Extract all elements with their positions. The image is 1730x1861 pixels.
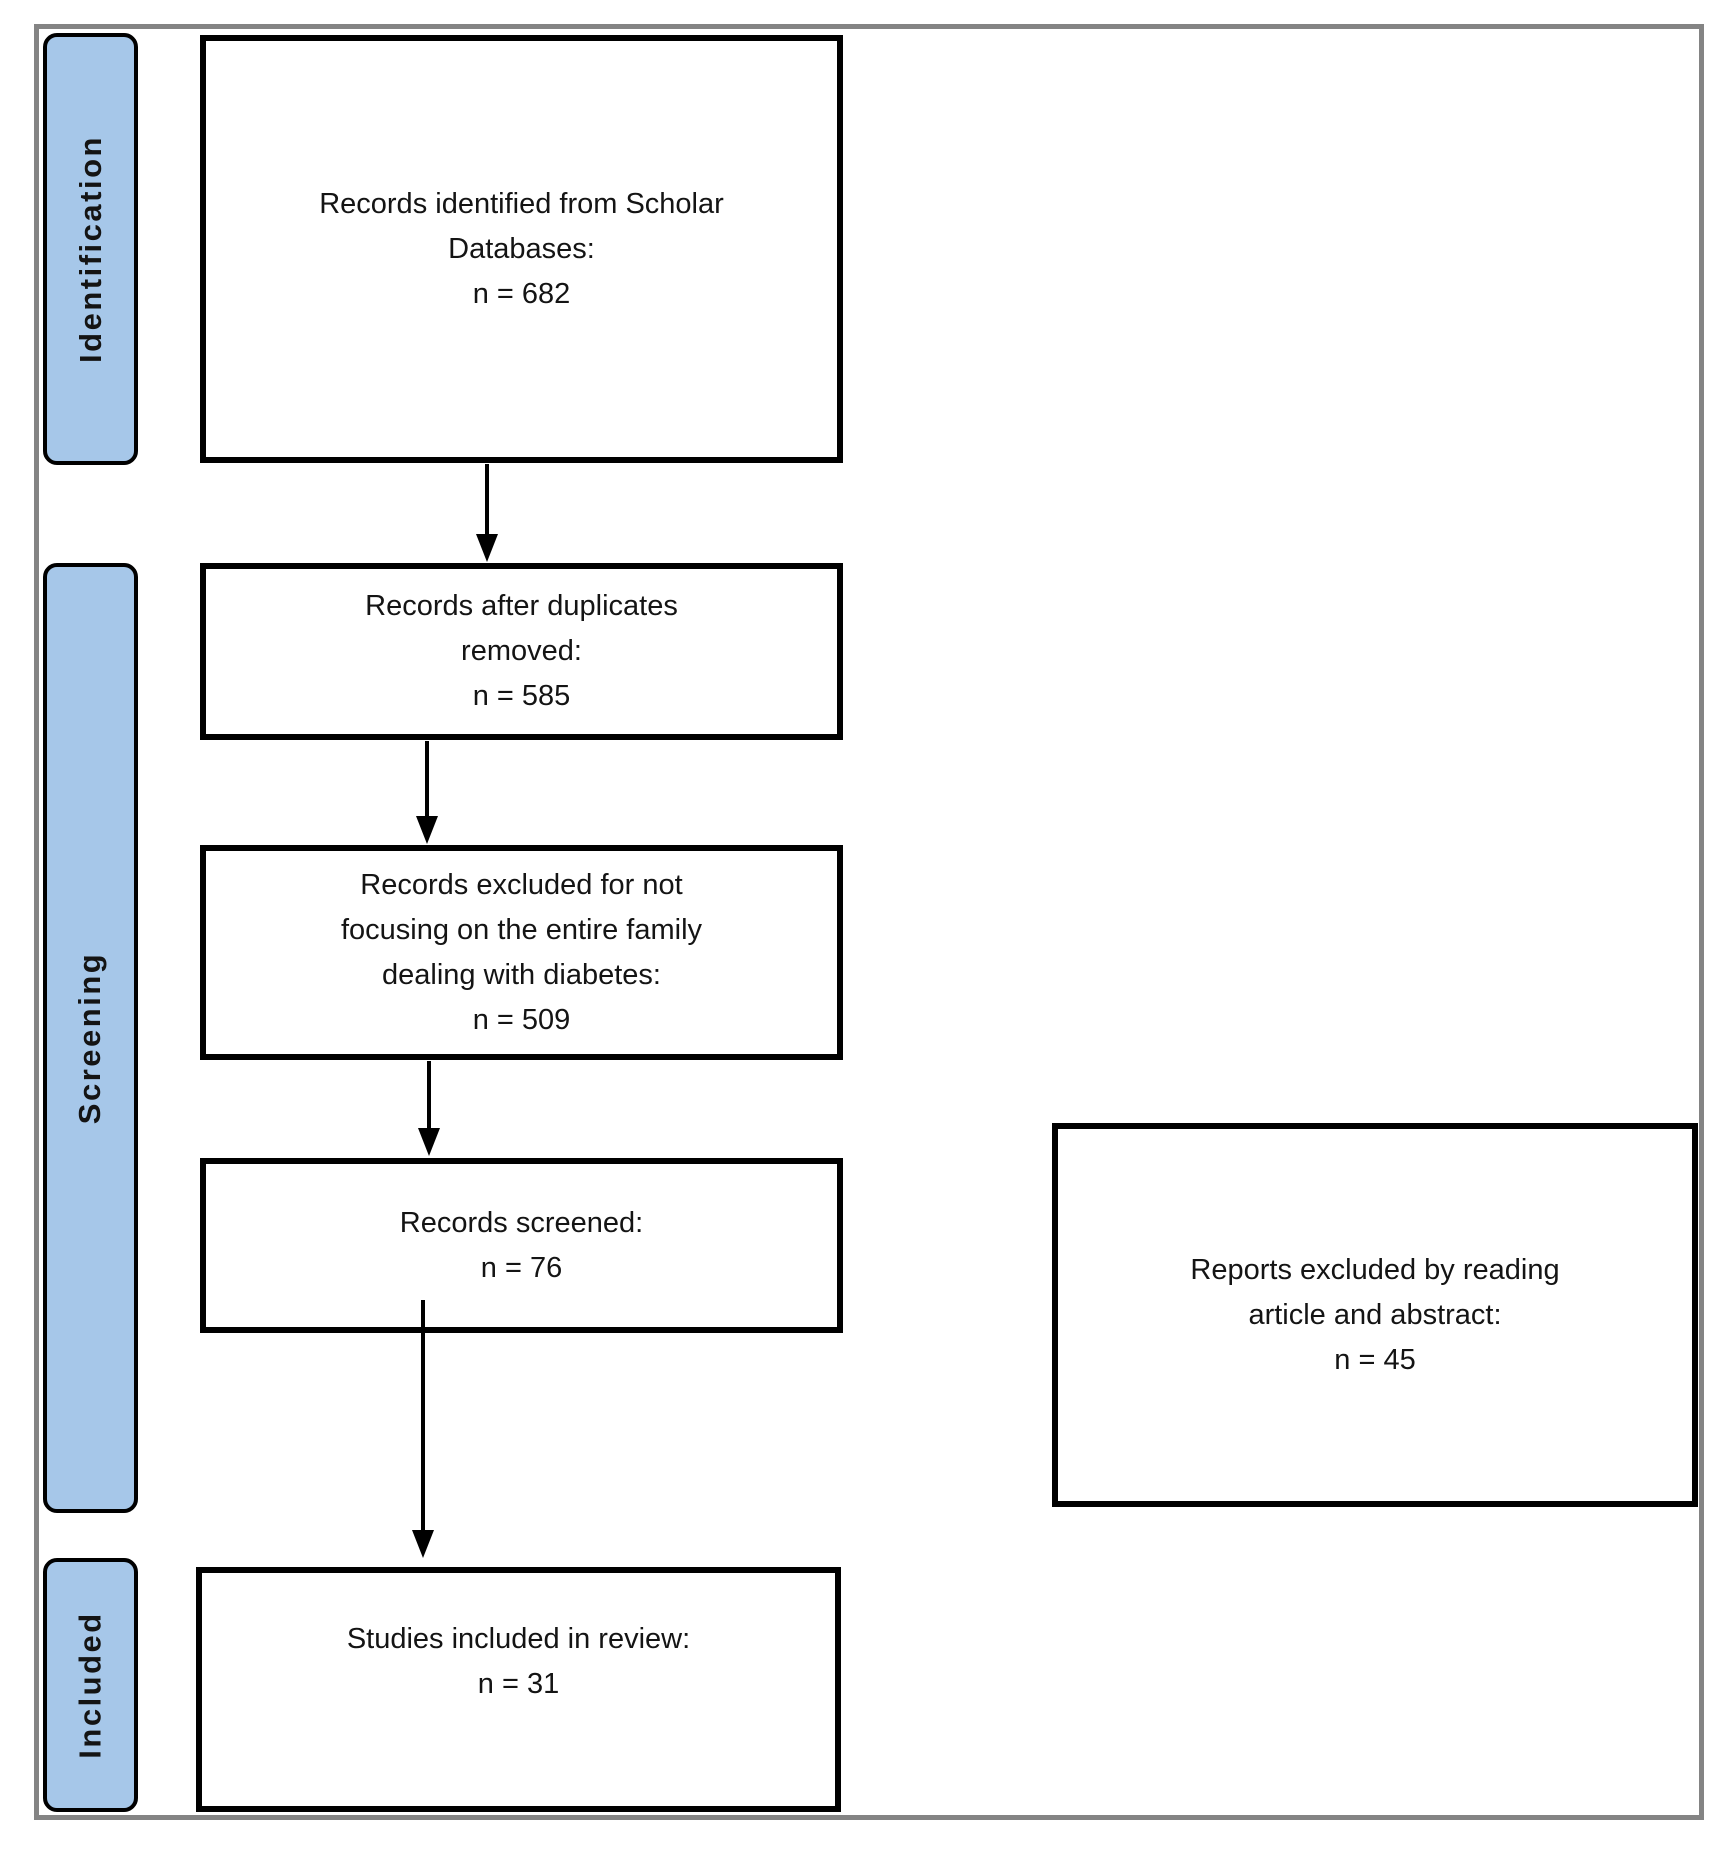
box-records-identified-text-line: Databases: — [448, 232, 595, 265]
box-studies-included-count: n = 31 — [477, 1668, 560, 1700]
box-records-excluded-focus-text-line: Records excluded for not — [360, 868, 683, 901]
box-records-identified-text-line: Records identified from Scholar — [319, 187, 724, 220]
stage-identification-label: Identification — [72, 135, 108, 363]
box-reports-excluded-reading-count: n = 45 — [1334, 1343, 1416, 1376]
box-records-excluded-focus: Records excluded for not focusing on the… — [200, 845, 843, 1060]
box-studies-included: Studies included in review: n = 31 — [196, 1567, 841, 1812]
box-records-after-duplicates-text-line: removed: — [461, 635, 582, 667]
stage-included: Included — [43, 1558, 138, 1812]
box-records-excluded-focus-count: n = 509 — [472, 1003, 571, 1036]
box-records-after-duplicates: Records after duplicates removed: n = 58… — [200, 563, 843, 740]
stage-identification: Identification — [43, 33, 138, 465]
box-records-excluded-focus-text-line: dealing with diabetes: — [382, 958, 661, 991]
stage-included-label: Included — [72, 1611, 108, 1759]
box-reports-excluded-reading-text-line: article and abstract: — [1248, 1298, 1502, 1331]
box-records-identified-count: n = 682 — [472, 277, 571, 310]
outer-frame — [34, 24, 1704, 1820]
box-records-after-duplicates-count: n = 585 — [472, 680, 571, 712]
box-records-excluded-focus-text-line: focusing on the entire family — [340, 913, 703, 946]
box-records-screened: Records screened: n = 76 — [200, 1158, 843, 1333]
box-reports-excluded-reading-text-line: Reports excluded by reading — [1190, 1253, 1560, 1286]
box-reports-excluded-reading: Reports excluded by reading article and … — [1052, 1123, 1698, 1507]
box-records-after-duplicates-text-line: Records after duplicates — [365, 590, 678, 622]
box-studies-included-text-line: Studies included in review: — [346, 1623, 691, 1655]
stage-screening: Screening — [43, 563, 138, 1513]
box-records-screened-text-line: Records screened: — [399, 1206, 644, 1239]
box-records-identified: Records identified from Scholar Database… — [200, 35, 843, 463]
box-records-screened-count: n = 76 — [480, 1251, 563, 1284]
stage-screening-label: Screening — [72, 951, 108, 1125]
